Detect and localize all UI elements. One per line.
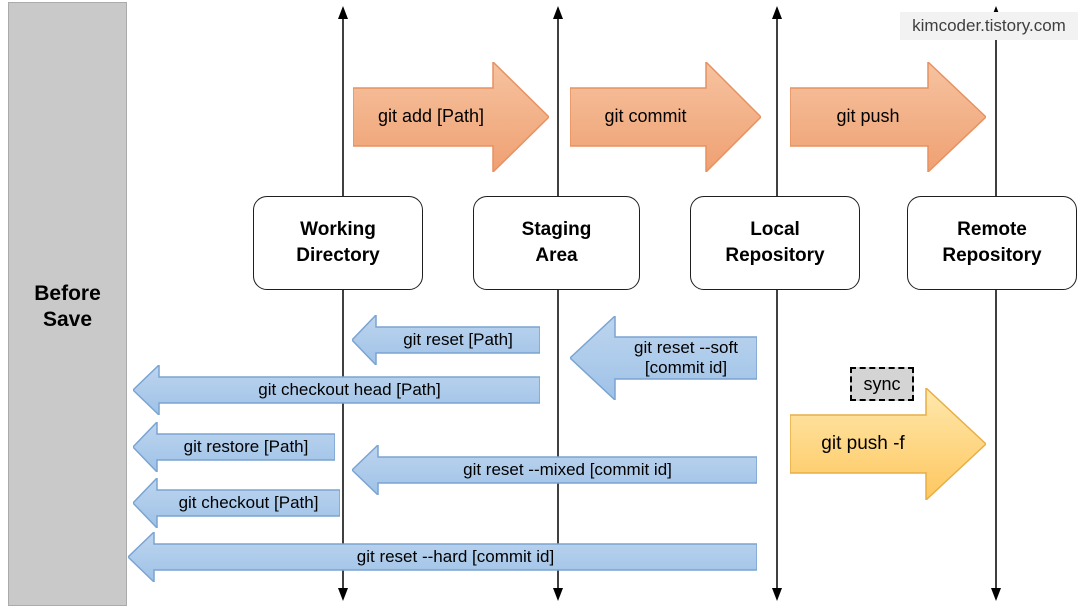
arrow-git-push-label: git push <box>836 106 900 127</box>
arrow-git-reset-mixed: git reset --mixed [commit id] <box>352 445 757 495</box>
stage-box-working-directory: Working Directory <box>253 196 423 290</box>
arrow-git-reset-hard-label: git reset --hard [commit id] <box>356 546 555 566</box>
stage-label-working-directory: Working Directory <box>296 219 380 266</box>
arrow-git-push-force-label: git push -f <box>821 432 905 454</box>
arrow-git-restore-label: git restore [Path] <box>183 436 309 456</box>
lifeline-working-directory <box>338 6 348 601</box>
stage-box-staging-area: Staging Area <box>473 196 640 290</box>
before-save-label: Before Save <box>34 282 101 332</box>
arrow-git-reset-soft: git reset --soft [commit id] <box>570 316 757 400</box>
arrow-git-add-label: git add [Path] <box>377 106 485 127</box>
lifeline-remote-repository <box>991 6 1001 601</box>
arrow-git-reset-soft-label: git reset --soft [commit id] <box>634 337 738 377</box>
arrow-git-checkout-head-label: git checkout head [Path] <box>258 379 441 399</box>
arrow-git-reset-hard: git reset --hard [commit id] <box>128 532 757 582</box>
sync-tag: sync <box>850 367 914 401</box>
arrow-git-push-force: git push -f <box>790 388 986 500</box>
stage-box-remote-repository: Remote Repository <box>907 196 1077 290</box>
arrow-git-reset-path: git reset [Path] <box>352 315 540 365</box>
arrow-git-checkout: git checkout [Path] <box>133 478 340 528</box>
stage-label-local-repository: Local Repository <box>725 219 825 266</box>
arrow-git-commit-label: git commit <box>604 106 687 127</box>
before-save-band: Before Save <box>8 2 127 606</box>
lifeline-local-repository <box>772 6 782 601</box>
stage-label-remote-repository: Remote Repository <box>942 219 1042 266</box>
arrow-git-checkout-head: git checkout head [Path] <box>133 365 540 415</box>
arrow-git-push: git push <box>790 62 986 172</box>
stage-label-staging-area: Staging Area <box>521 219 592 266</box>
lifeline-staging-area <box>553 6 563 601</box>
arrow-git-add: git add [Path] <box>353 62 549 172</box>
watermark: kimcoder.tistory.com <box>900 12 1078 40</box>
stage-box-local-repository: Local Repository <box>690 196 860 290</box>
arrow-git-reset-path-label: git reset [Path] <box>403 329 513 349</box>
arrow-git-checkout-label: git checkout [Path] <box>178 492 319 512</box>
arrow-git-restore: git restore [Path] <box>133 422 335 472</box>
arrow-git-reset-mixed-label: git reset --mixed [commit id] <box>463 459 672 479</box>
arrow-git-commit: git commit <box>570 62 761 172</box>
